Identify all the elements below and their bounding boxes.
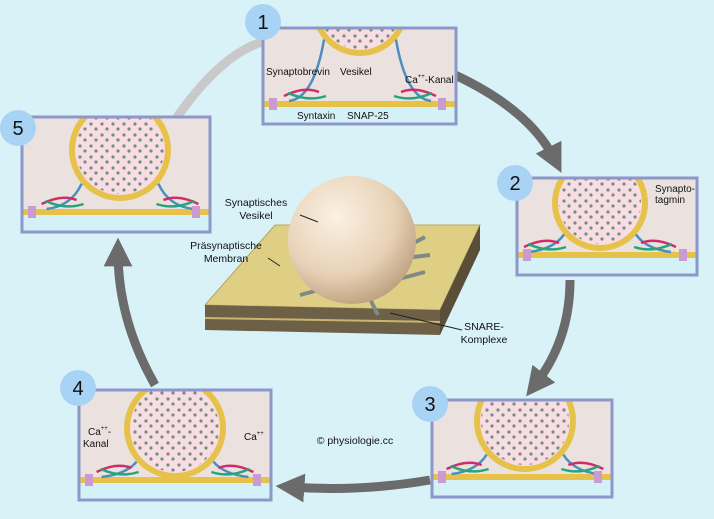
label-snare-komplexe: SNARE-Komplexe — [461, 321, 508, 346]
label-ca-kanal-4: Ca++-Kanal — [83, 426, 111, 450]
label-syntaxin: Syntaxin — [297, 111, 335, 122]
ca-channel — [85, 474, 93, 486]
ca-channel — [192, 206, 200, 218]
ca-channel — [438, 471, 446, 483]
synaptic-vesicle-sphere — [288, 176, 416, 304]
step-panel-5: 5 — [0, 110, 212, 234]
step-badge-2: 2 — [497, 165, 533, 201]
panel-1-labels: Synaptobrevin Vesikel Ca++-Kanal Syntaxi… — [266, 67, 454, 122]
ca-channel — [594, 471, 602, 483]
label-ca-4: Ca++ — [244, 431, 264, 443]
step-number: 3 — [424, 394, 435, 416]
panel-frame — [77, 388, 273, 502]
step-panel-2: 2 — [497, 165, 699, 277]
arrow-5-to-1 — [171, 37, 264, 123]
panel-frame — [20, 115, 212, 234]
panel-frame — [261, 26, 458, 126]
panel-2-labels: Synapto-tagmin — [655, 184, 695, 206]
ca-channel — [679, 249, 687, 261]
label-vesikel: Vesikel — [340, 67, 372, 78]
membrane-side — [440, 225, 480, 335]
cycle-arrows — [103, 37, 575, 503]
label-synaptobrevin: Synaptobrevin — [266, 67, 330, 78]
label-ca-kanal: Ca++-Kanal — [405, 74, 454, 86]
arrow-2-to-3 — [526, 279, 575, 397]
step-number: 4 — [72, 378, 83, 400]
step-panel-3: 3 — [412, 386, 614, 499]
arrow-3-to-4 — [275, 473, 431, 503]
ca-channel — [28, 206, 36, 218]
arrow-1-to-2 — [453, 70, 562, 173]
step-badge-5: 5 — [0, 110, 36, 146]
panel-frame — [430, 398, 614, 499]
step-badge-1: 1 — [245, 4, 281, 40]
ca-channel — [438, 98, 446, 110]
ca-channel — [523, 249, 531, 261]
arrow-4-to-5 — [103, 237, 159, 388]
step-badge-4: 4 — [60, 370, 96, 406]
step-number: 5 — [12, 118, 23, 140]
step-panel-1: 1 — [245, 4, 458, 126]
panel-4-labels: Ca++-Kanal Ca++ — [83, 426, 264, 450]
label-snap-25: SNAP-25 — [347, 111, 389, 122]
panel-frame — [515, 176, 699, 277]
step-number: 2 — [509, 173, 520, 195]
label-synaptotagmin: Synapto-tagmin — [655, 184, 695, 206]
ca-channel — [269, 98, 277, 110]
ca-channel — [253, 474, 261, 486]
step-number: 1 — [257, 12, 268, 34]
step-panel-4: 4 — [60, 370, 273, 502]
step-badge-3: 3 — [412, 386, 448, 422]
copyright: © physiologie.cc — [317, 435, 394, 447]
